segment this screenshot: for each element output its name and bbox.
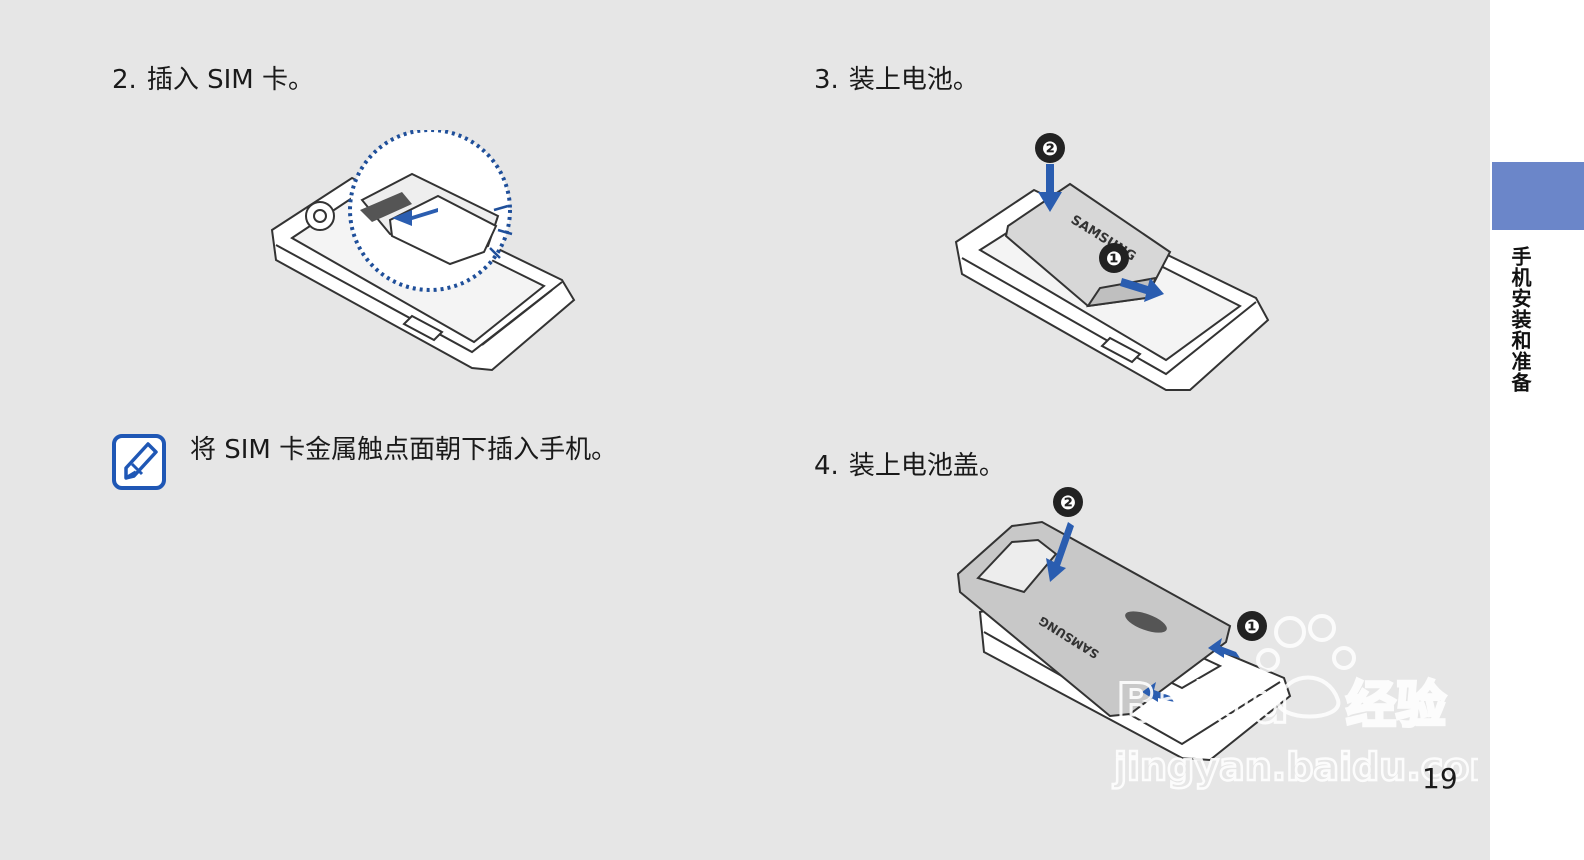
watermark-url: jingyan.baidu.com [1112, 745, 1478, 789]
section-tab [1492, 162, 1584, 230]
baidu-watermark: Baidu 经验 jingyan.baidu.com [1111, 614, 1478, 790]
step-number: 4. [814, 451, 839, 481]
cover-attach-illustration: SAMSUNG ❷ ❶ [956, 487, 1292, 762]
step-number: 2. [112, 65, 137, 95]
callout-2: ❷ [1042, 138, 1058, 160]
callout-1: ❶ [1106, 248, 1122, 270]
callout-2: ❷ [1060, 492, 1076, 514]
watermark-cn: 经验 [1346, 676, 1446, 734]
step-number: 3. [814, 65, 839, 95]
right-sidebar [1490, 0, 1584, 860]
step-text: 插入 SIM 卡。 [146, 65, 314, 95]
sim-insert-illustration [270, 130, 576, 372]
step-2: 2. 插入 SIM 卡。 [112, 64, 314, 96]
battery-insert-illustration: SAMSUNG ❷ ❶ [954, 133, 1270, 391]
watermark-brand: Baidu [1116, 672, 1289, 735]
step-4: 4. 装上电池盖。 [814, 450, 1005, 482]
page-number: 19 [1422, 762, 1458, 795]
note-text: 将 SIM 卡金属触点面朝下插入手机。 [190, 435, 618, 465]
step-text: 装上电池盖。 [848, 451, 1005, 481]
callout-1: ❶ [1244, 616, 1260, 638]
step-3: 3. 装上电池。 [814, 64, 979, 96]
section-title: 手机安装和准备 [1508, 246, 1532, 393]
note-icon [112, 434, 166, 490]
step-text: 装上电池。 [848, 65, 979, 95]
